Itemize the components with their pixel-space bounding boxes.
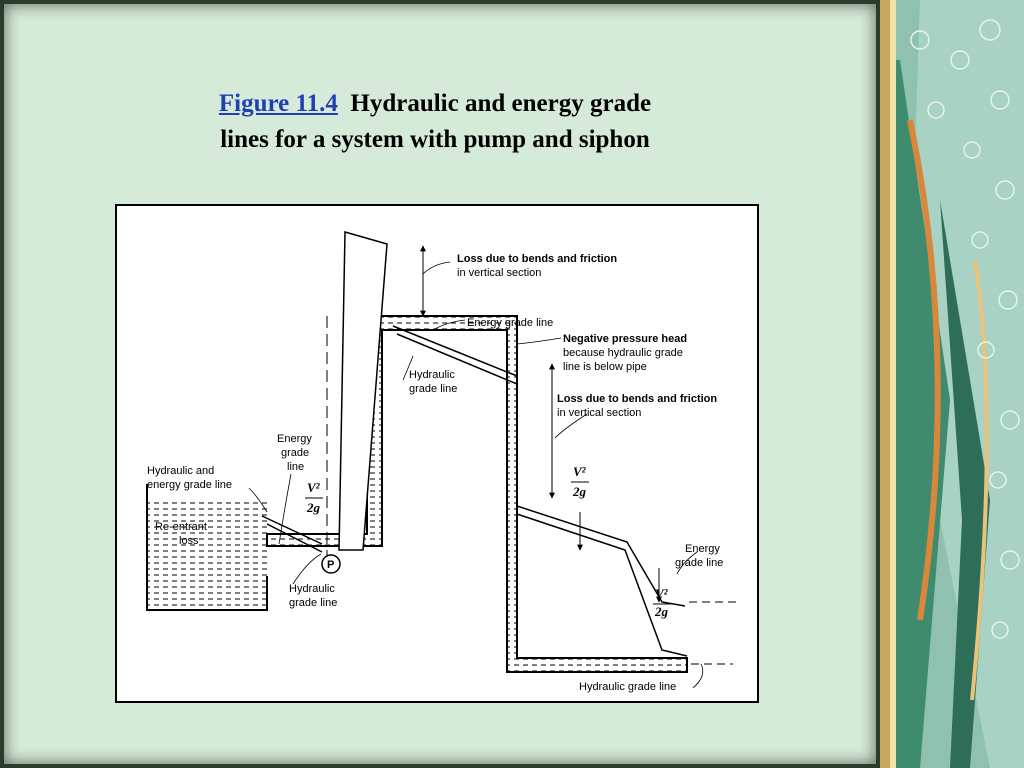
- 2g-right: 2g: [654, 604, 669, 619]
- label-hgl-mid-1: Hydraulic: [409, 369, 455, 381]
- label-neg-1: Negative pressure head: [563, 333, 687, 345]
- v2-right: V²: [655, 586, 669, 601]
- label-egl-right-2: grade line: [675, 557, 723, 569]
- title-line-2: lines for a system with pump and siphon: [220, 126, 650, 153]
- diagram-labels: Loss due to bends and friction in vertic…: [147, 253, 723, 693]
- slide: Figure 11.4 Hydraulic and energy grade l…: [0, 0, 880, 768]
- leader-lines: [248, 261, 704, 689]
- pump-icon: P: [321, 554, 341, 574]
- velocity-head-mid: V² 2g: [571, 464, 589, 499]
- label-hgl-bottom: Hydraulic grade line: [579, 681, 676, 693]
- pump-label: P: [327, 559, 334, 571]
- label-egl-left-3: line: [287, 461, 304, 473]
- label-reentrant-2: loss: [179, 535, 199, 547]
- label-hgl-mid-2: grade line: [409, 383, 457, 395]
- label-loss-mid-1: Loss due to bends and friction: [557, 393, 717, 405]
- floral-border-art: [880, 0, 1024, 768]
- label-egl-left-2: grade: [281, 447, 309, 459]
- reservoir: [146, 484, 268, 611]
- label-loss-top-2: in vertical section: [457, 267, 541, 279]
- label-neg-3: line is below pipe: [563, 361, 647, 373]
- diagram-frame: P: [115, 204, 759, 703]
- velocity-head-left: V² 2g: [305, 480, 323, 515]
- label-hyd-energy-1: Hydraulic and: [147, 465, 214, 477]
- riser-tall: [338, 231, 388, 551]
- label-egl-left-1: Energy: [277, 433, 312, 445]
- title-line-1: Hydraulic and energy grade: [350, 90, 652, 117]
- label-neg-2: because hydraulic grade: [563, 347, 683, 359]
- velocity-head-right: V² 2g: [653, 586, 671, 619]
- 2g-mid: 2g: [572, 484, 587, 499]
- right-grade-lines: [516, 505, 737, 665]
- figure-reference: Figure 11.4: [218, 90, 338, 117]
- label-reentrant-1: Re-entrant: [155, 521, 207, 533]
- energy-grade-line-left: [261, 316, 328, 556]
- label-loss-top-1: Loss due to bends and friction: [457, 253, 617, 265]
- label-egl-top: Energy grade line: [467, 317, 553, 329]
- pump-siphon-diagram: P: [146, 231, 737, 693]
- v2-left: V²: [307, 480, 321, 495]
- dimension-arrows: [420, 245, 662, 603]
- label-hgl-bottom-left-1: Hydraulic: [289, 583, 335, 595]
- v2-mid: V²: [573, 464, 587, 479]
- label-hgl-bottom-left-2: grade line: [289, 597, 337, 609]
- slide-title: Figure 11.4 Hydraulic and energy grade l…: [150, 86, 720, 158]
- top-grade-lines: [392, 325, 518, 385]
- label-hyd-energy-2: energy grade line: [147, 479, 232, 491]
- label-loss-mid-2: in vertical section: [557, 407, 641, 419]
- decorative-side-panel: [880, 0, 1024, 768]
- 2g-left: 2g: [306, 500, 321, 515]
- label-egl-right-1: Energy: [685, 543, 720, 555]
